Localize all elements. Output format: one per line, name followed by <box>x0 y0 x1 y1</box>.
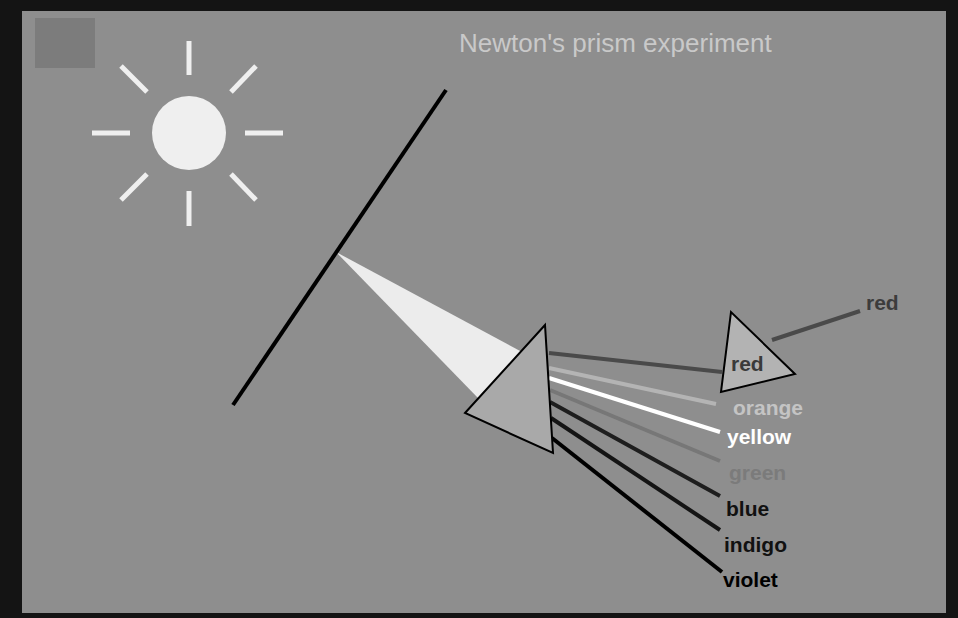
color-label: violet <box>723 569 778 590</box>
sun <box>152 96 226 170</box>
prism-label: red <box>731 353 764 374</box>
corner-square <box>35 18 95 68</box>
color-label: blue <box>726 498 769 519</box>
color-label: indigo <box>724 534 787 555</box>
prism-node: red <box>716 308 800 398</box>
color-label: yellow <box>727 426 791 447</box>
color-label: orange <box>733 397 803 418</box>
title: Newton's prism experiment <box>459 30 772 56</box>
prism <box>465 325 553 453</box>
red-ray <box>772 311 860 340</box>
sun-rays <box>92 41 283 226</box>
slit-screen <box>233 90 446 405</box>
color-label: red <box>866 292 899 313</box>
light-beam <box>336 252 522 398</box>
spectrum-rays <box>549 353 722 572</box>
prism-shape <box>721 312 795 392</box>
color-label: green <box>729 462 786 483</box>
background <box>22 11 946 613</box>
